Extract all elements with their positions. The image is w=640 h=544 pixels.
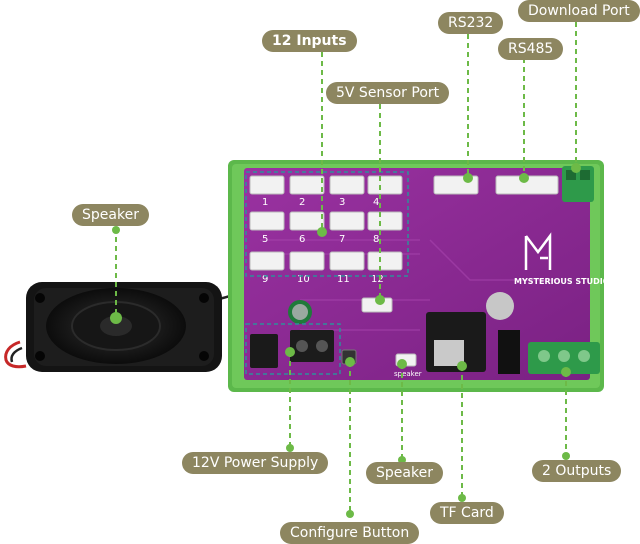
input-number: 7 — [339, 234, 345, 245]
input-number: 10 — [297, 274, 310, 285]
brand-logo: MYSTERIOUS STUDIO — [514, 232, 610, 286]
mcu-module — [426, 312, 486, 372]
label-power-supply: 12V Power Supply — [182, 452, 329, 474]
speaker-unit — [26, 282, 222, 372]
leader-lines — [115, 22, 577, 514]
capacitor — [288, 300, 312, 324]
power-highlight-box — [245, 323, 341, 375]
label-speaker-left: Speaker — [72, 204, 149, 226]
input-number: 1 — [262, 197, 268, 208]
input-number: 4 — [373, 197, 379, 208]
power-terminal — [290, 330, 334, 362]
inputs-highlight-box — [245, 171, 409, 277]
input-number: 9 — [262, 274, 268, 285]
input-number-labels: 1 2 3 4 5 6 7 8 9 10 11 12 — [262, 197, 384, 285]
label-configure-button: Configure Button — [280, 522, 420, 544]
speaker-wire-red — [4, 340, 27, 369]
label-sensor-port: 5V Sensor Port — [326, 82, 450, 104]
input-number: 6 — [299, 234, 305, 245]
input-number: 3 — [339, 197, 345, 208]
leader-dots — [110, 163, 581, 518]
output-terminal — [528, 342, 600, 374]
power-jack — [250, 334, 278, 368]
speaker-silkscreen: speaker — [394, 370, 422, 378]
input-connectors — [249, 175, 403, 271]
label-twelve-inputs: 12 Inputs — [262, 30, 357, 52]
label-speaker-bottom: Speaker — [366, 462, 443, 484]
label-outputs: 2 Outputs — [532, 460, 622, 482]
input-number: 5 — [262, 234, 268, 245]
label-download-port: Download Port — [518, 0, 640, 22]
brand-text: MYSTERIOUS STUDIO — [514, 277, 610, 286]
label-rs232: RS232 — [438, 12, 504, 34]
label-tf-card: TF Card — [430, 502, 504, 524]
input-number: 2 — [299, 197, 305, 208]
label-rs485: RS485 — [498, 38, 564, 60]
input-number: 12 — [371, 274, 384, 285]
buzzer — [486, 292, 514, 320]
relay — [498, 330, 520, 374]
input-number: 8 — [373, 234, 379, 245]
input-number: 11 — [337, 274, 350, 285]
download-port-terminal — [562, 166, 594, 202]
speaker-wire-black — [10, 346, 23, 363]
